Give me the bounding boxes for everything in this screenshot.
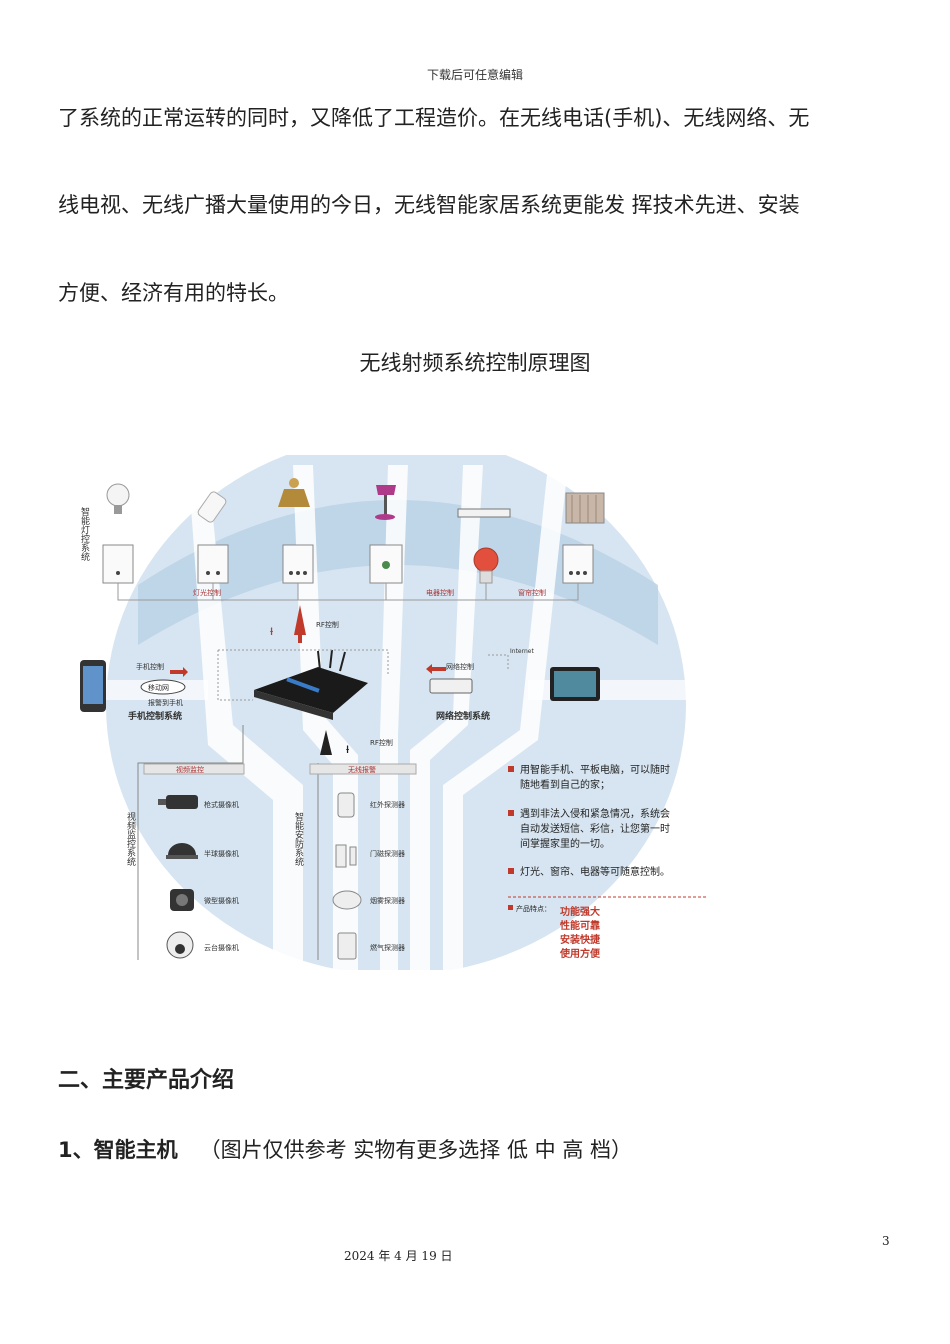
camera-label-1: 枪式摄像机 bbox=[204, 800, 239, 809]
paragraph-line-2: 线电视、无线广播大量使用的今日，无线智能家居系统更能发 挥技术先进、安装 bbox=[58, 193, 800, 217]
item-heading: 1、智能主机 （图片仅供参考 实物有更多选择 低 中 高 档） bbox=[58, 1134, 632, 1164]
alarm-to-phone-label: 报警到手机 bbox=[148, 698, 183, 707]
tablet-device bbox=[550, 667, 600, 701]
feature-2: 性能可靠 bbox=[559, 919, 600, 932]
chandelier-icon bbox=[278, 478, 310, 507]
footer-date: 2024 年 4 月 19 日 bbox=[344, 1249, 453, 1263]
video-system-label: 视频监控系统 bbox=[125, 811, 136, 867]
curtain-icon bbox=[565, 492, 605, 524]
paragraph-line-3: 方便、经济有用的特长。 bbox=[58, 281, 289, 305]
video-monitor-label: 视频监控 bbox=[176, 765, 204, 774]
signal-icon: ᵼ bbox=[270, 623, 273, 639]
camera-label-4: 云台摄像机 bbox=[204, 943, 239, 952]
detector-label-2: 门磁探测器 bbox=[370, 849, 405, 858]
bullet-1-line-1: 用智能手机、平板电脑，可以随时 bbox=[520, 763, 670, 776]
bullet-2-line-2: 自动发送短信、彩信，让您第一时 bbox=[520, 822, 670, 835]
page-number: 3 bbox=[882, 1234, 890, 1248]
rf-control-diagram: 智能灯控系统 灯光控制 电器控制 窗帘控制 ᵼ RF控制 手机控制 移动网 报警… bbox=[58, 435, 718, 975]
camera-label-3: 微型摄像机 bbox=[204, 896, 239, 905]
section-heading: 二、主要产品介绍 bbox=[58, 1068, 235, 1093]
paragraph-line-1: 了系统的正常运转的同时，又降低了工程造价。在无线电话(手机)、无线网络、无 bbox=[58, 106, 810, 130]
light-control-label: 灯光控制 bbox=[193, 588, 221, 597]
light-system-label: 智能灯控系统 bbox=[79, 506, 90, 562]
wall-switch-1 bbox=[102, 544, 134, 584]
network-control-label: 网络控制 bbox=[446, 662, 474, 671]
smoke-detector-icon bbox=[332, 890, 362, 910]
bullet-2-line-1: 遇到非法入侵和紧急情况，系统会 bbox=[520, 807, 670, 820]
bullet-camera-icon bbox=[158, 795, 198, 809]
mini-camera-icon bbox=[170, 889, 194, 911]
features-label: 产品特点： bbox=[516, 904, 551, 913]
dome-camera-icon bbox=[166, 843, 198, 859]
curtain-control-label: 窗帘控制 bbox=[518, 588, 546, 597]
detector-label-1: 红外探测器 bbox=[370, 800, 405, 809]
rf-control-bottom-label: RF控制 bbox=[370, 738, 393, 747]
wireless-alarm-label: 无线报警 bbox=[348, 765, 376, 774]
page-header: 下载后可任意编辑 bbox=[426, 68, 523, 82]
gas-detector-icon bbox=[337, 932, 357, 960]
wall-switch-4 bbox=[562, 544, 594, 584]
door-sensor-icon bbox=[335, 844, 357, 868]
bullet-3-line-1: 灯光、窗帘、电器等可随意控制。 bbox=[520, 865, 670, 878]
feature-4: 使用方便 bbox=[559, 947, 601, 960]
phone-control-label: 手机控制 bbox=[136, 662, 164, 671]
bullet-1-line-2: 随地看到自己的家； bbox=[520, 778, 610, 791]
phone-control-arrow-icon bbox=[170, 667, 188, 677]
signal-icon-2: ᵼ bbox=[346, 741, 349, 757]
router-device bbox=[429, 678, 473, 694]
rf-arrow-up-icon bbox=[294, 605, 306, 635]
smart-hub-device bbox=[254, 649, 368, 720]
desk-lamp-icon bbox=[375, 485, 396, 520]
ptz-camera-icon bbox=[166, 931, 194, 959]
detector-label-3: 烟雾探测器 bbox=[370, 896, 405, 905]
cfl-bulb-icon bbox=[197, 491, 227, 523]
wall-switch-3 bbox=[282, 544, 314, 584]
internet-label: Internet bbox=[510, 648, 534, 655]
feature-1: 功能强大 bbox=[560, 905, 600, 918]
air-conditioner-icon bbox=[457, 508, 511, 518]
wall-switch-2 bbox=[197, 544, 229, 584]
rf-arrow-icon bbox=[320, 730, 332, 755]
globe-background bbox=[58, 435, 718, 975]
wall-socket bbox=[369, 544, 403, 584]
wireless-button bbox=[473, 547, 499, 584]
bullet-2-line-3: 间掌握家里的一切。 bbox=[520, 837, 610, 850]
appliance-control-label: 电器控制 bbox=[426, 588, 454, 597]
network-system-label: 网络控制系统 bbox=[436, 710, 490, 722]
smartphone-device bbox=[80, 660, 106, 712]
network-control-arrow-icon bbox=[426, 664, 446, 674]
figure-title: 无线射频系统控制原理图 bbox=[359, 351, 591, 375]
item-title: 1、智能主机 bbox=[58, 1138, 178, 1162]
mobile-network-label: 移动网 bbox=[148, 683, 169, 692]
camera-label-2: 半球摄像机 bbox=[204, 849, 239, 858]
rf-control-top-label: RF控制 bbox=[316, 620, 339, 629]
feature-3: 安装快捷 bbox=[560, 933, 601, 946]
light-bulb-icon bbox=[106, 483, 130, 514]
item-note: （图片仅供参考 实物有更多选择 低 中 高 档） bbox=[199, 1138, 632, 1162]
infrared-detector-icon bbox=[337, 792, 355, 818]
phone-system-label: 手机控制系统 bbox=[128, 710, 182, 722]
security-system-label: 智能安防系统 bbox=[293, 811, 304, 867]
detector-label-4: 燃气探测器 bbox=[370, 943, 405, 952]
